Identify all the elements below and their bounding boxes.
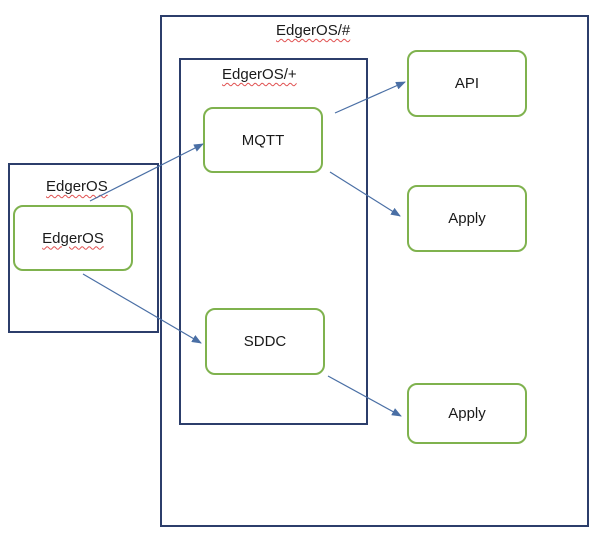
edgeros-node-label: EdgerOS [42, 229, 104, 247]
edgeros-node[interactable]: EdgerOS [13, 205, 133, 271]
outer-frame-label: EdgerOS/# [276, 22, 351, 39]
apply-node-1-label: Apply [448, 210, 486, 227]
middle-frame [179, 58, 368, 425]
mqtt-node[interactable]: MQTT [203, 107, 323, 173]
sddc-node[interactable]: SDDC [205, 308, 325, 375]
mqtt-node-label: MQTT [241, 131, 285, 149]
apply-node-2[interactable]: Apply [407, 383, 527, 444]
apply-node-1[interactable]: Apply [407, 185, 527, 252]
outer-frame [160, 15, 589, 527]
api-node[interactable]: API [407, 50, 527, 117]
apply-node-2-label: Apply [448, 405, 486, 422]
api-node-label: API [454, 75, 480, 92]
left-frame-label: EdgerOS [46, 178, 108, 195]
sddc-node-label: SDDC [243, 333, 287, 350]
middle-frame-label: EdgerOS/+ [222, 66, 297, 83]
